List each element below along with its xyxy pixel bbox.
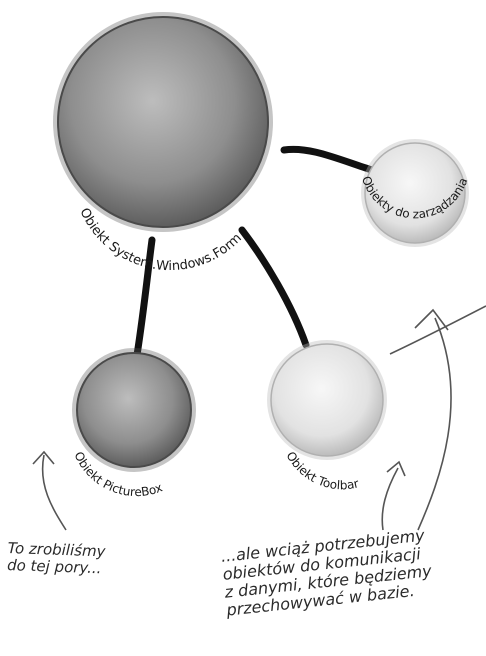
- picturebox-object-node: Obiekt PictureBox: [71, 348, 196, 499]
- arrow-right-note-toolbar: [382, 462, 405, 530]
- arrow-left-note: [33, 452, 66, 530]
- connector-form-toolbar: [242, 230, 306, 345]
- connector-form-data: [284, 149, 372, 170]
- form-object-node: Obiekt System.Windows.Form: [53, 12, 273, 274]
- arrow-right-note-data: [415, 310, 451, 530]
- sketch-line: [390, 306, 486, 354]
- toolbar-object-node: Obiekt Toolbar: [267, 340, 387, 492]
- note-done-so-far: To zrobiliśmy do tej pory...: [7, 540, 106, 577]
